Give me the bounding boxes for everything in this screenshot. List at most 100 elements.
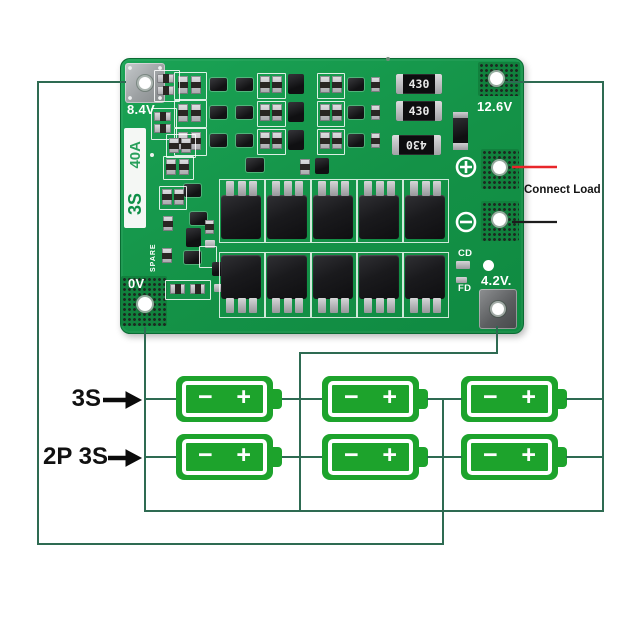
diode-cap bbox=[453, 112, 468, 118]
sot23-transistor bbox=[210, 78, 227, 91]
mosfet-leg bbox=[433, 181, 441, 196]
mosfet-leg bbox=[375, 181, 384, 196]
mosfet-leg bbox=[283, 298, 292, 313]
mosfet-leg bbox=[272, 181, 280, 196]
mosfet-body bbox=[405, 255, 445, 299]
label-cell-count: 3S bbox=[124, 193, 145, 216]
smd-resistor bbox=[320, 104, 330, 121]
sot23-transistor bbox=[236, 78, 253, 91]
rating-strip: 40A 3S bbox=[124, 128, 146, 228]
smd-resistor bbox=[181, 138, 191, 153]
label-fd: FD bbox=[458, 283, 472, 294]
mosfet-leg bbox=[226, 298, 234, 313]
label-0v: 0V bbox=[128, 276, 145, 291]
hole bbox=[139, 77, 151, 89]
mosfet-body bbox=[267, 195, 307, 239]
mosfet-leg bbox=[433, 298, 441, 313]
mosfet-leg bbox=[387, 181, 395, 196]
test-pad-cd bbox=[456, 261, 470, 269]
mosfet-leg bbox=[237, 298, 246, 313]
mosfet-leg bbox=[421, 181, 430, 196]
mosfet-leg bbox=[387, 298, 395, 313]
fiducial-dot bbox=[386, 57, 390, 61]
smd-resistor bbox=[163, 216, 173, 231]
hole bbox=[138, 297, 152, 311]
label-spare: SPARE bbox=[150, 243, 157, 272]
smd-resistor bbox=[371, 133, 380, 148]
smd-resistor bbox=[332, 104, 342, 121]
mosfet-body bbox=[267, 255, 307, 299]
mosfet-leg bbox=[364, 181, 372, 196]
smd-resistor bbox=[320, 76, 330, 93]
label-4v2: 4.2V. bbox=[481, 273, 512, 288]
diode-cap bbox=[453, 143, 468, 150]
smd-resistor bbox=[300, 159, 310, 175]
smd-resistor bbox=[170, 284, 185, 294]
smd-resistor bbox=[157, 74, 174, 83]
smd-resistor bbox=[371, 105, 380, 120]
smd-ic bbox=[315, 158, 329, 174]
smd-resistor bbox=[154, 124, 171, 133]
smd-resistor bbox=[320, 132, 330, 149]
mosfet-body bbox=[359, 195, 399, 239]
mosfet-leg bbox=[237, 181, 246, 196]
smd-ic bbox=[288, 130, 304, 150]
smd-resistor bbox=[162, 189, 172, 205]
sot23-transistor bbox=[236, 134, 253, 147]
smd-resistor bbox=[260, 132, 270, 149]
sot23-transistor bbox=[348, 134, 364, 147]
shunt-resistor: 430 bbox=[396, 101, 442, 121]
mosfet-leg bbox=[318, 181, 326, 196]
smd-resistor bbox=[205, 220, 214, 234]
smd-ic bbox=[288, 74, 304, 94]
smd-resistor bbox=[260, 76, 270, 93]
smd-resistor bbox=[272, 132, 282, 149]
mosfet-leg bbox=[272, 298, 280, 313]
hole bbox=[492, 303, 504, 315]
mosfet-leg bbox=[249, 181, 257, 196]
smd-resistor bbox=[272, 76, 282, 93]
smd-resistor bbox=[174, 189, 184, 205]
smd-resistor bbox=[179, 159, 189, 175]
mosfet-leg bbox=[329, 181, 338, 196]
smd-resistor bbox=[166, 159, 176, 175]
smd-resistor bbox=[260, 104, 270, 121]
label-current-rating: 40A bbox=[126, 140, 144, 169]
hole bbox=[483, 260, 494, 271]
test-pad-fd bbox=[456, 277, 467, 283]
mosfet-leg bbox=[226, 181, 234, 196]
fiducial-dot bbox=[150, 153, 154, 157]
sot23-transistor bbox=[348, 78, 364, 91]
mosfet-leg bbox=[318, 298, 326, 313]
label-12v6: 12.6V bbox=[477, 99, 513, 114]
smd-resistor bbox=[154, 112, 171, 121]
mosfet-body bbox=[313, 195, 353, 239]
mosfet-body bbox=[313, 255, 353, 299]
sot23-transistor bbox=[236, 106, 253, 119]
smd-resistor bbox=[371, 77, 380, 92]
shunt-resistor: 430 bbox=[396, 74, 442, 94]
mosfet-body bbox=[221, 195, 261, 239]
smd-resistor bbox=[272, 104, 282, 121]
smd-resistor bbox=[191, 76, 201, 94]
mosfet-leg bbox=[283, 181, 292, 196]
smd-resistor bbox=[190, 284, 205, 294]
smd-resistor bbox=[332, 76, 342, 93]
sot23-transistor bbox=[348, 106, 364, 119]
smd-resistor bbox=[332, 132, 342, 149]
hole bbox=[493, 161, 506, 174]
mosfet-body bbox=[221, 255, 261, 299]
smd-ic bbox=[186, 228, 201, 247]
smd-resistor bbox=[178, 104, 188, 122]
sot23-transistor bbox=[210, 134, 227, 147]
diode bbox=[453, 112, 468, 150]
mosfet-leg bbox=[329, 298, 338, 313]
mosfet-leg bbox=[364, 298, 372, 313]
hole bbox=[493, 213, 506, 226]
mosfet-leg bbox=[410, 181, 418, 196]
mosfet-leg bbox=[295, 181, 303, 196]
mosfet-leg bbox=[341, 181, 349, 196]
smd-resistor bbox=[162, 248, 172, 263]
